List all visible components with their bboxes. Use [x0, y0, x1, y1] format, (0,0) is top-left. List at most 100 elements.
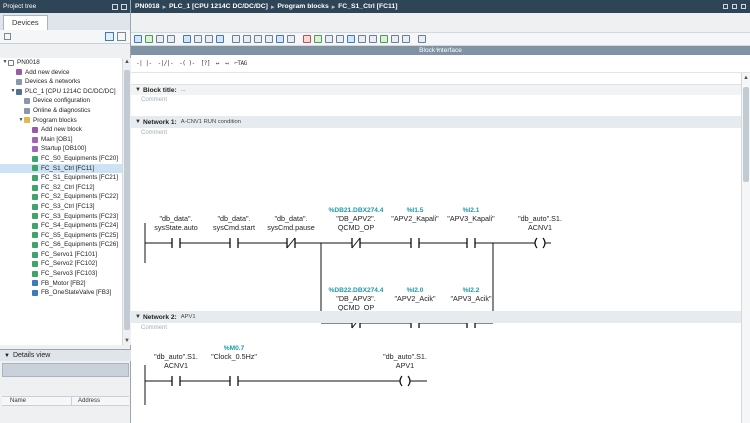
- editor-scrollbar[interactable]: ▲: [741, 73, 750, 423]
- upload-icon[interactable]: [358, 35, 366, 43]
- editor-header-band: [131, 13, 750, 32]
- block-interface-bar[interactable]: Block interface ═: [131, 46, 750, 55]
- jump-icon[interactable]: [265, 35, 273, 43]
- status-icon[interactable]: [380, 35, 388, 43]
- maximize-icon[interactable]: [732, 4, 737, 9]
- expand-arrow-icon[interactable]: ▼: [10, 87, 16, 94]
- collapse-panel-icon[interactable]: [121, 3, 127, 10]
- tree-item[interactable]: FC_S4_Equipments [FC24]: [0, 221, 122, 231]
- tree-item[interactable]: FC_Servo2 [FC102]: [0, 259, 122, 269]
- close-icon[interactable]: [741, 4, 746, 9]
- details-col-name[interactable]: Name: [2, 397, 72, 405]
- close-all-networks-icon[interactable]: [243, 35, 251, 43]
- tree-item[interactable]: FC_S2_Equipments [FC22]: [0, 192, 122, 202]
- tree-item[interactable]: FC_S1_Ctrl [FC11]: [0, 163, 122, 174]
- coil-icon[interactable]: -( )-: [179, 60, 195, 67]
- view-icon[interactable]: [4, 33, 11, 40]
- splitter-handle-icon[interactable]: ═: [436, 47, 440, 53]
- tree-item[interactable]: Add new block: [0, 125, 122, 135]
- tree-item-label: FC_S0_Equipments [FC20]: [41, 154, 118, 162]
- collapse-icon[interactable]: ▼: [135, 314, 141, 320]
- minimize-icon[interactable]: [723, 4, 728, 9]
- network-title[interactable]: A-CNV1 RUN condition: [180, 119, 241, 125]
- tree-item[interactable]: FC_S2_Ctrl [FC12]: [0, 183, 122, 193]
- overview-icon[interactable]: [105, 32, 114, 41]
- tree-item[interactable]: FC_S0_Equipments [FC20]: [0, 154, 122, 164]
- breadcrumb-item[interactable]: PN0018: [135, 3, 160, 10]
- tree-item[interactable]: FC_S6_Equipments [FC26]: [0, 240, 122, 250]
- step-icon[interactable]: [336, 35, 344, 43]
- breadcrumb-item[interactable]: Program blocks: [277, 3, 329, 10]
- tree-item[interactable]: Main [OB1]: [0, 135, 122, 145]
- tree-item[interactable]: FB_OneStateValve [FB3]: [0, 288, 122, 298]
- tree-item[interactable]: FC_S3_Ctrl [FC13]: [0, 202, 122, 212]
- go-online-icon[interactable]: [314, 35, 322, 43]
- collapse-icon[interactable]: ▼: [135, 87, 141, 93]
- jump-label-icon[interactable]: ⌐TAG: [234, 60, 247, 67]
- network-comment[interactable]: Comment: [141, 130, 168, 136]
- tree-item[interactable]: Devices & networks: [0, 77, 122, 87]
- insert-row-icon[interactable]: [156, 35, 164, 43]
- details-col-address[interactable]: Address: [78, 398, 101, 404]
- watch-icon[interactable]: [391, 35, 399, 43]
- tree-item[interactable]: Device configuration: [0, 96, 122, 106]
- tree-item[interactable]: Add new device: [0, 68, 122, 78]
- properties-icon[interactable]: [117, 32, 126, 41]
- program-editor: PN0018▸ PLC_1 [CPU 1214C DC/DC/DC]▸ Prog…: [131, 0, 750, 423]
- tree-item[interactable]: Startup [OB100]: [0, 144, 122, 154]
- block-title-label: Block title:: [143, 86, 177, 94]
- tree-item[interactable]: Online & diagnostics: [0, 106, 122, 116]
- tab-devices[interactable]: Devices: [3, 15, 48, 30]
- close-branch-icon[interactable]: ↤: [225, 60, 229, 67]
- network-comments-icon[interactable]: [216, 35, 224, 43]
- open-all-networks-icon[interactable]: [232, 35, 240, 43]
- insert-network-icon[interactable]: [134, 35, 142, 43]
- empty-box-icon[interactable]: [?]: [200, 60, 211, 67]
- nc-contact-icon[interactable]: -|/|-: [157, 60, 174, 67]
- tree-item[interactable]: FC_S5_Equipments [FC25]: [0, 231, 122, 241]
- monitor-icon[interactable]: [303, 35, 311, 43]
- settings-icon[interactable]: [402, 35, 410, 43]
- breadcrumb-item[interactable]: PLC_1 [CPU 1214C DC/DC/DC]: [168, 3, 268, 10]
- toggle-view-icon[interactable]: [205, 35, 213, 43]
- project-tree-scrollbar[interactable]: ▲▼: [122, 58, 131, 345]
- breakpoint-icon[interactable]: [325, 35, 333, 43]
- download-icon[interactable]: [347, 35, 355, 43]
- tree-item[interactable]: FC_Servo3 [FC103]: [0, 269, 122, 279]
- tree-item[interactable]: FC_Servo1 [FC101]: [0, 250, 122, 260]
- tree-item[interactable]: ▼PN0018: [0, 58, 122, 68]
- fc-icon: [32, 203, 38, 210]
- block-title-value[interactable]: ...: [180, 87, 186, 93]
- network-comment[interactable]: Comment: [141, 325, 168, 331]
- coil-arc: [542, 237, 546, 249]
- overview-toggle-icon[interactable]: [418, 35, 426, 43]
- operand-name: sysCmd.pause: [267, 223, 315, 232]
- collapse-icon[interactable]: ▼: [135, 119, 141, 125]
- tree-item[interactable]: FB_Motor [FB2]: [0, 279, 122, 289]
- expand-arrow-icon[interactable]: ▼: [18, 116, 24, 123]
- tree-item[interactable]: ▼Program blocks: [0, 116, 122, 126]
- details-view-header[interactable]: ▼ Details view: [0, 349, 131, 361]
- tree-item[interactable]: FC_S1_Equipments [FC21]: [0, 173, 122, 183]
- operand-name: "db_auto".S1.: [518, 214, 562, 223]
- compare-icon[interactable]: [276, 35, 284, 43]
- block-comment[interactable]: Comment: [141, 97, 168, 103]
- abs-operand-icon[interactable]: [183, 35, 191, 43]
- no-contact-icon[interactable]: -| |-: [136, 60, 152, 67]
- operand-name: "db_auto".S1.: [154, 352, 198, 361]
- device-config-icon: [24, 98, 30, 105]
- callstructure-icon[interactable]: [287, 35, 295, 43]
- network-title[interactable]: APV1: [180, 314, 196, 320]
- zoom-icon[interactable]: [254, 35, 262, 43]
- delete-network-icon[interactable]: [145, 35, 153, 43]
- reference-icon[interactable]: [369, 35, 377, 43]
- tree-item-label: FC_S2_Equipments [FC22]: [41, 193, 118, 201]
- tree-item[interactable]: ▼PLC_1 [CPU 1214C DC/DC/DC]: [0, 87, 122, 97]
- tree-item[interactable]: FC_S3_Equipments [FC23]: [0, 212, 122, 222]
- add-row-icon[interactable]: [167, 35, 175, 43]
- favorites-icon[interactable]: [194, 35, 202, 43]
- open-branch-icon[interactable]: ↦: [216, 60, 220, 67]
- expand-arrow-icon[interactable]: ▼: [2, 59, 8, 65]
- pin-icon[interactable]: [112, 3, 118, 10]
- fc-icon: [32, 251, 38, 258]
